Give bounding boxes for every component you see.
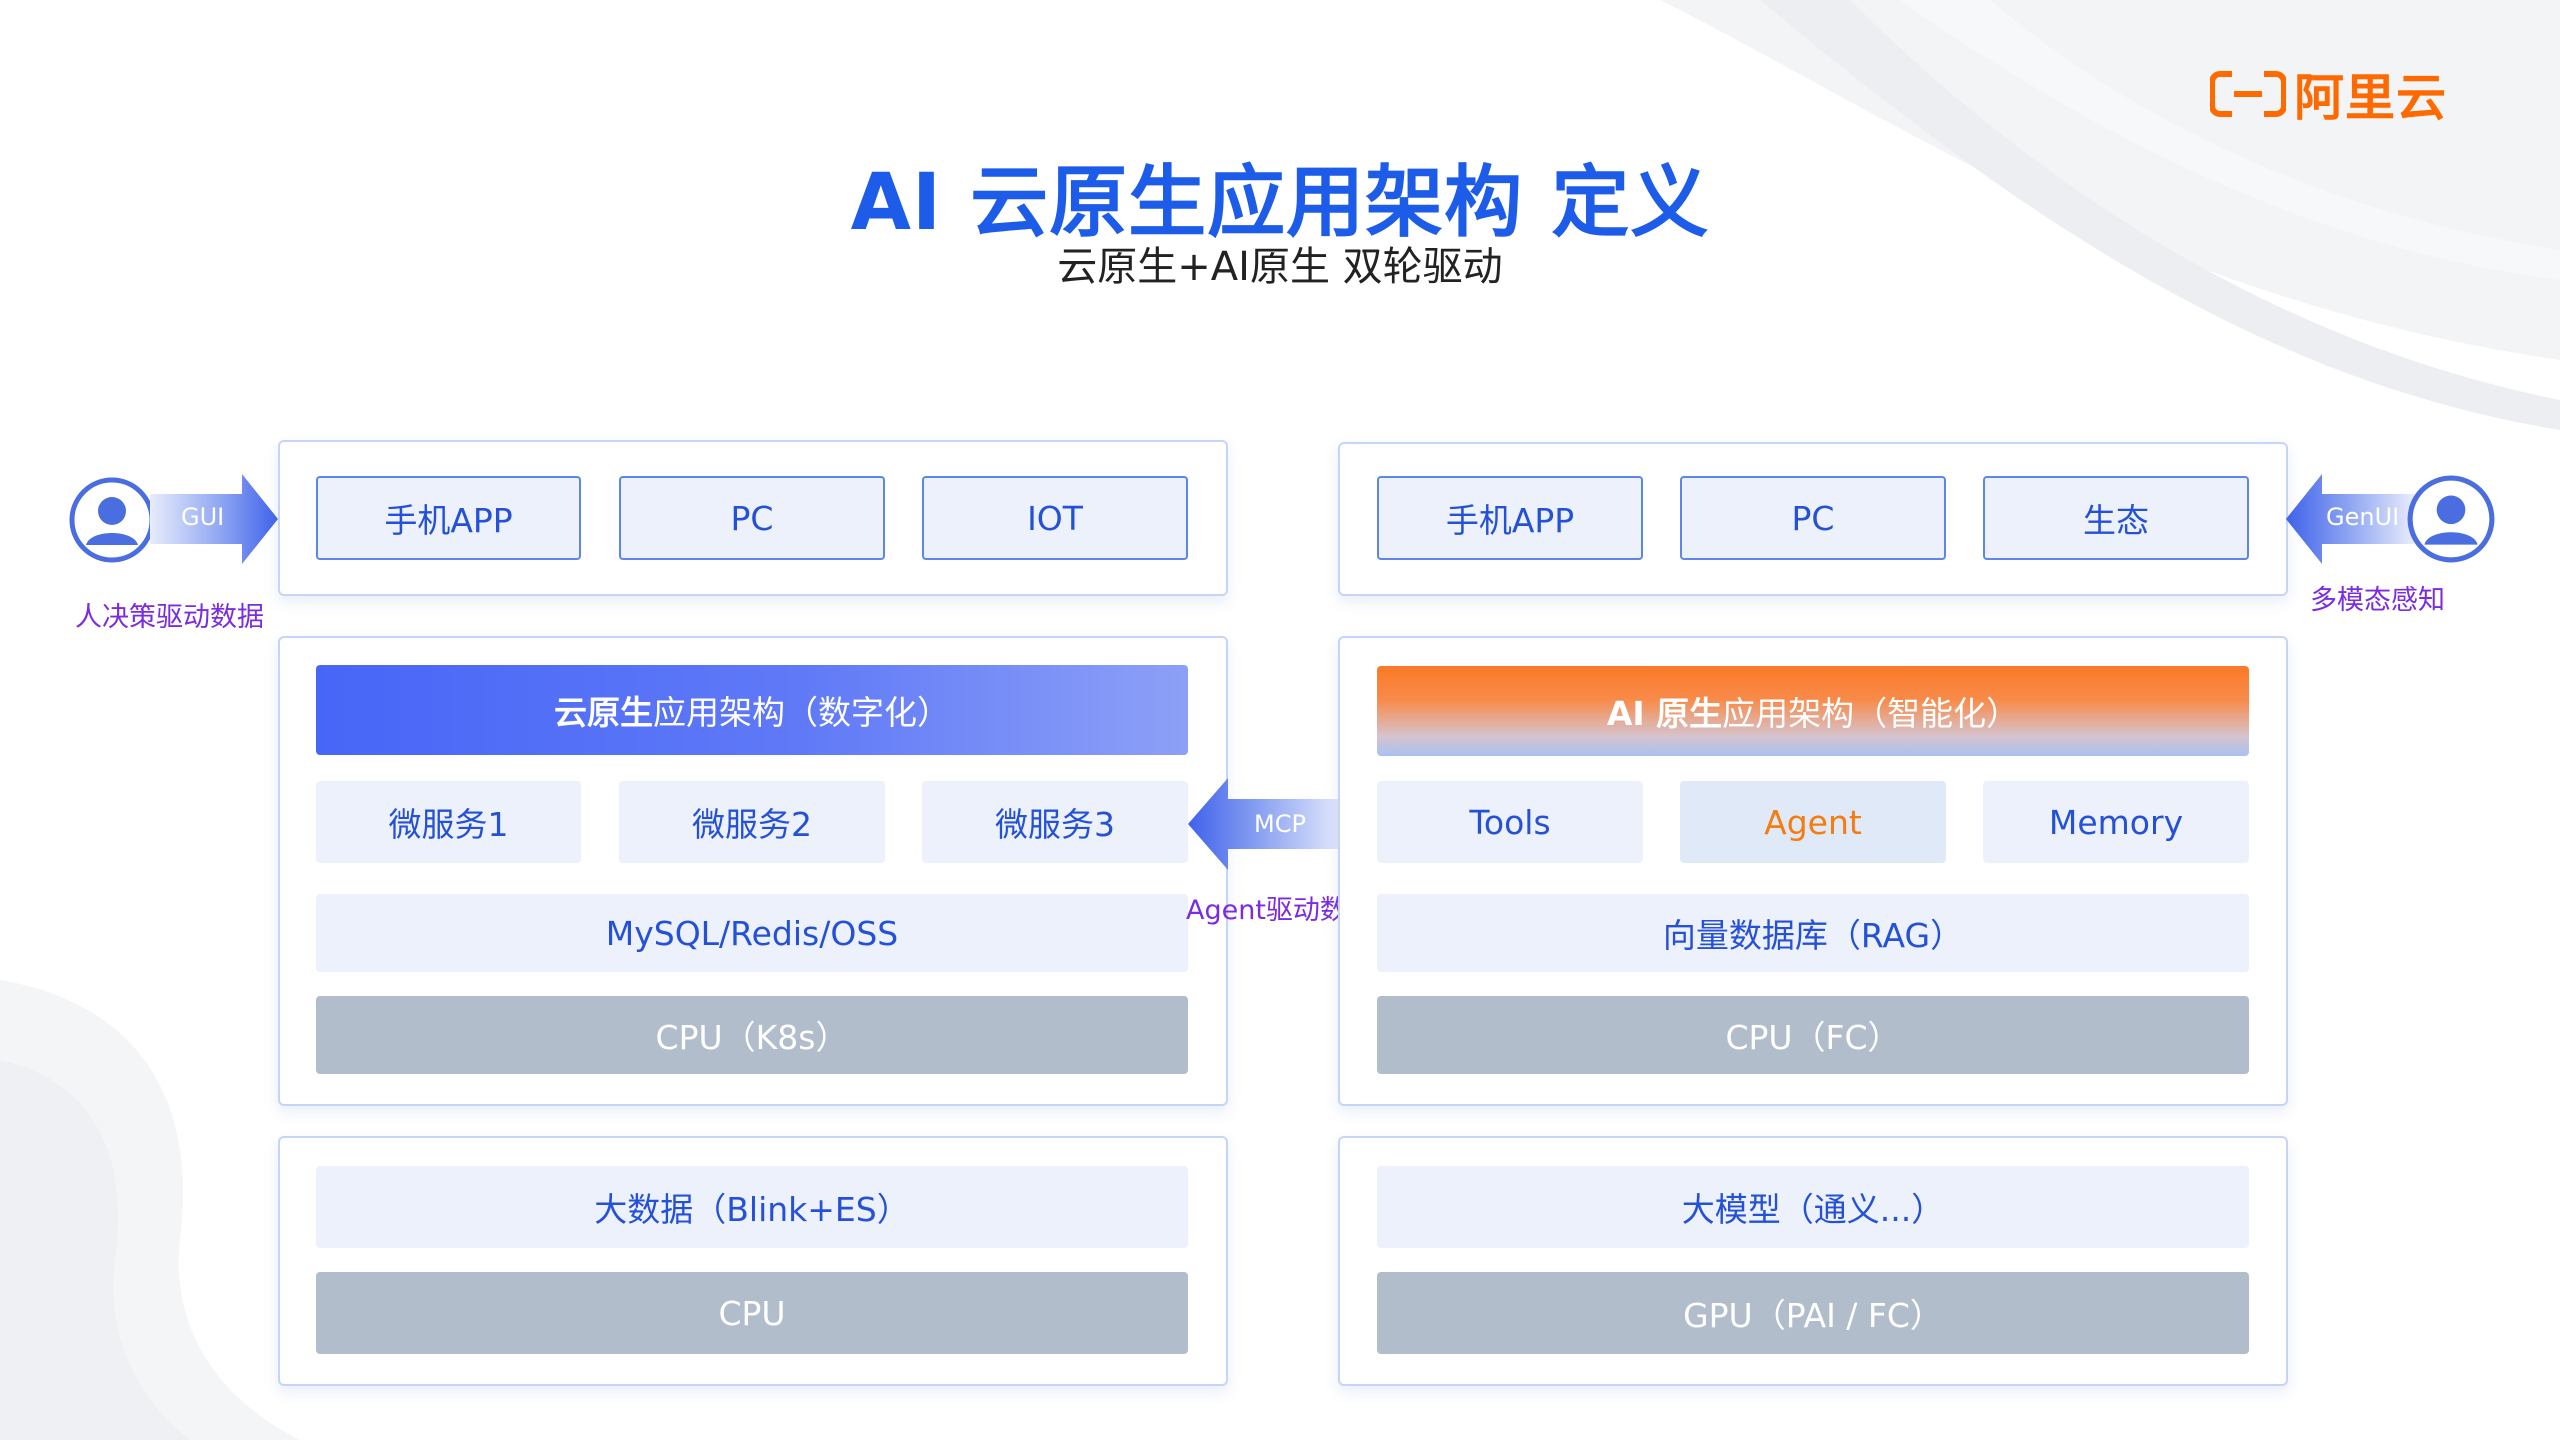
ai-native-header: AI 原生应用架构（智能化） (1377, 666, 2249, 756)
client-mobile-app-ai[interactable]: 手机APP (1377, 476, 1643, 560)
gui-arrow-label: GUI (181, 503, 225, 531)
aliyun-logo-icon (2210, 71, 2286, 117)
left-side-caption: 人决策驱动数据 (75, 602, 264, 633)
gpu-layer[interactable]: GPU（PAI / FC） (1377, 1272, 2249, 1354)
genui-arrow (2286, 474, 2414, 564)
microservice-3[interactable]: 微服务3 (922, 781, 1188, 863)
cpu-layer[interactable]: CPU (316, 1272, 1188, 1354)
client-mobile-app[interactable]: 手机APP (316, 476, 581, 560)
right-side-caption: 多模态感知 (2310, 585, 2445, 616)
page-subtitle: 云原生+AI原生 双轮驱动 (1057, 244, 1503, 290)
cpu-fc-layer[interactable]: CPU（FC） (1377, 996, 2249, 1074)
brand-logo: 阿里云 (2210, 58, 2447, 130)
vector-db-layer[interactable]: 向量数据库（RAG） (1377, 894, 2249, 972)
memory-component[interactable]: Memory (1983, 781, 2249, 863)
ai-native-header-rest: 应用架构（智能化） (1722, 694, 2020, 733)
page-title: AI 云原生应用架构 定义 (850, 158, 1710, 248)
ai-native-header-bold: AI 原生 (1606, 694, 1723, 733)
client-pc[interactable]: PC (619, 476, 885, 560)
client-iot[interactable]: IOT (922, 476, 1188, 560)
gui-arrow (150, 474, 278, 564)
mcp-arrow (1188, 778, 1342, 870)
client-ecosystem[interactable]: 生态 (1983, 476, 2249, 560)
microservice-1[interactable]: 微服务1 (316, 781, 581, 863)
agent-component[interactable]: Agent (1680, 781, 1946, 863)
cpu-k8s-layer[interactable]: CPU（K8s） (316, 996, 1188, 1074)
cloud-native-header-bold: 云原生 (554, 693, 653, 732)
user-avatar-icon-right (2407, 475, 2495, 563)
client-pc-ai[interactable]: PC (1680, 476, 1946, 560)
cloud-native-header: 云原生应用架构（数字化） (316, 665, 1188, 755)
llm-layer[interactable]: 大模型（通义...） (1377, 1166, 2249, 1248)
brand-name: 阿里云 (2294, 69, 2447, 127)
tools-component[interactable]: Tools (1377, 781, 1643, 863)
mcp-label: MCP (1254, 810, 1306, 838)
storage-layer[interactable]: MySQL/Redis/OSS (316, 894, 1188, 972)
user-avatar-icon (69, 477, 155, 563)
genui-arrow-label: GenUI (2326, 503, 2400, 531)
microservice-2[interactable]: 微服务2 (619, 781, 885, 863)
bigdata-layer[interactable]: 大数据（Blink+ES） (316, 1166, 1188, 1248)
cloud-native-header-rest: 应用架构（数字化） (653, 693, 950, 732)
